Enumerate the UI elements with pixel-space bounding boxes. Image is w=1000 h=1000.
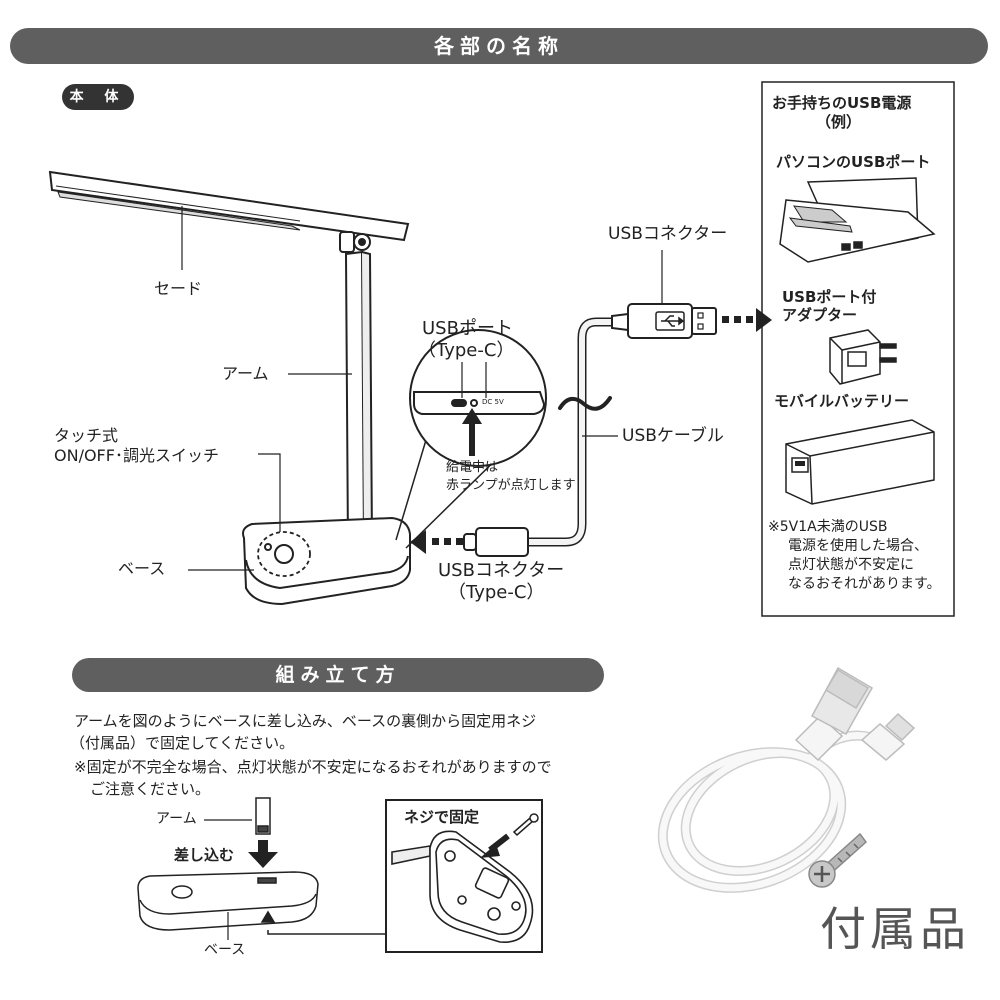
arrow-right-icon [722,308,772,332]
assembly-note-2: ご注意ください。 [90,780,211,798]
assembly-base-label: ベース [204,942,246,958]
lamp-arm [344,250,366,550]
tilde-icon [558,396,612,411]
usb-port-zoom [395,329,547,549]
screw-icon [512,813,539,837]
base-underside [391,830,534,943]
lamp-shade [48,170,410,242]
laptop-illustration [779,177,936,263]
shade-label: セード [154,279,203,298]
screw-fix-label: ネジで固定 [404,808,480,826]
power-note-3: 点灯状態が不安定に [788,557,914,573]
type-c-connector-label-2: （Type-C） [448,582,545,603]
usb-trident-icon [661,315,685,327]
accessories-label: 付属品 [820,902,970,956]
type-c-connector [463,527,529,557]
adapter-illustration [829,329,897,385]
usb-cable-label: USBケーブル [622,426,724,446]
power-note-2: 電源を使用した場合、 [788,538,928,554]
arrow-up-icon [462,408,482,456]
base-label: ベース [118,559,166,578]
accessory-usb-a [794,666,874,762]
usb-connector-label: USBコネクター [608,224,728,244]
dc5v-label: DC 5V [482,398,504,406]
assembly-insert-label: 差し込む [174,846,235,864]
lamp-base [242,516,411,606]
assembly-arm-label: アーム [156,811,197,827]
type-c-connector-label-1: USBコネクター [438,560,565,581]
usb-cable [523,317,618,547]
power-note-4: なるおそれがあります。 [788,576,941,592]
adapter-label-1: USBポート付 [782,288,877,306]
parts-banner: 各部の名称 [10,28,988,64]
usb-a-connector [611,303,717,339]
charge-note-1: 給電中は [446,460,499,475]
power-note-1: ※5V1A未満のUSB [768,519,888,535]
touch-switch-label-2: ON/OFF･調光スイッチ [54,446,219,465]
adapter-label-2: アダプター [782,306,858,324]
assembly-text-1: アームを図のようにベースに差し込み、ベースの裏側から固定用ネジ [74,712,537,730]
parts-banner-title: 各部の名称 [434,34,564,58]
assembly-arm [255,797,271,835]
power-box-title-2: （例） [816,113,862,131]
assembly-text-2: （付属品）で固定してください。 [70,734,295,752]
usb-port-label-2: （Type-C） [418,340,515,361]
battery-label: モバイルバッテリー [774,392,910,410]
body-tag-label: 本 体 [69,89,127,105]
arm-label: アーム [222,364,269,383]
accessory-screw [808,832,868,888]
assembly-banner-title: 組み立て方 [275,664,401,686]
power-box-title-1: お手持ちのUSB電源 [772,94,912,112]
accessory-type-c [860,712,916,761]
usb-port-label-1: USBポート [422,318,513,339]
lamp-illustration [48,170,411,606]
assembly-base [137,871,319,931]
power-source-box [761,81,955,617]
charge-note-2: 赤ランプが点灯します [446,478,576,493]
battery-illustration [785,419,935,505]
assembly-note-1: ※固定が不完全な場合、点灯状態が不安定になるおそれがありますので [74,758,552,776]
body-tag: 本 体 [62,84,134,110]
arrow-left-icon [410,530,463,554]
pc-usb-label: パソコンのUSBポート [776,153,931,171]
touch-switch-label-1: タッチ式 [54,426,119,445]
accessory-cable [657,730,889,893]
arrow-down-icon [248,840,278,868]
assembly-banner: 組み立て方 [72,658,604,692]
